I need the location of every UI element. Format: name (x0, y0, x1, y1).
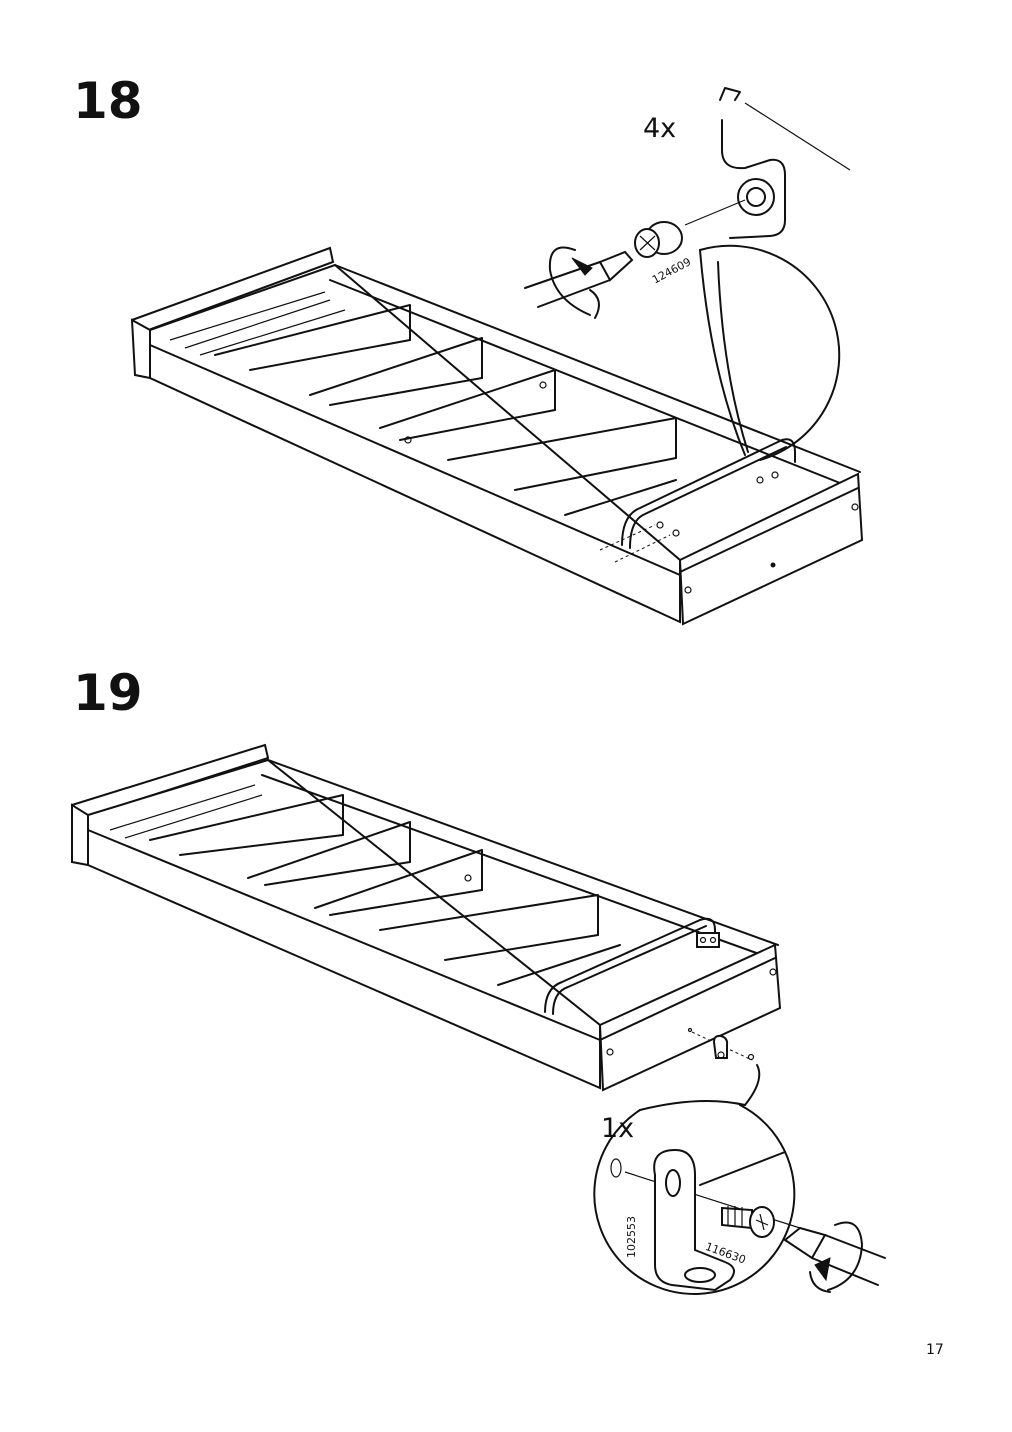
screw-part (721, 1206, 775, 1238)
quantity-label-19: 1x (601, 1113, 635, 1144)
detail-circle-18 (634, 87, 851, 461)
drawer-frame-19 (70, 743, 782, 1092)
step-number-18: 18 (73, 72, 143, 130)
detail-circle-19 (593, 1064, 801, 1295)
step-number-19: 19 (73, 664, 143, 722)
cam-dowel-part (634, 221, 683, 258)
quantity-label-18: 4x (643, 113, 677, 144)
screwdriver-19 (783, 1221, 886, 1293)
page-number: 17 (926, 1342, 944, 1358)
screwdriver-18 (524, 246, 634, 319)
drawer-frame-18 (130, 246, 864, 626)
part-number-102553: 102553 (625, 1216, 638, 1258)
l-bracket-part (653, 1148, 735, 1292)
